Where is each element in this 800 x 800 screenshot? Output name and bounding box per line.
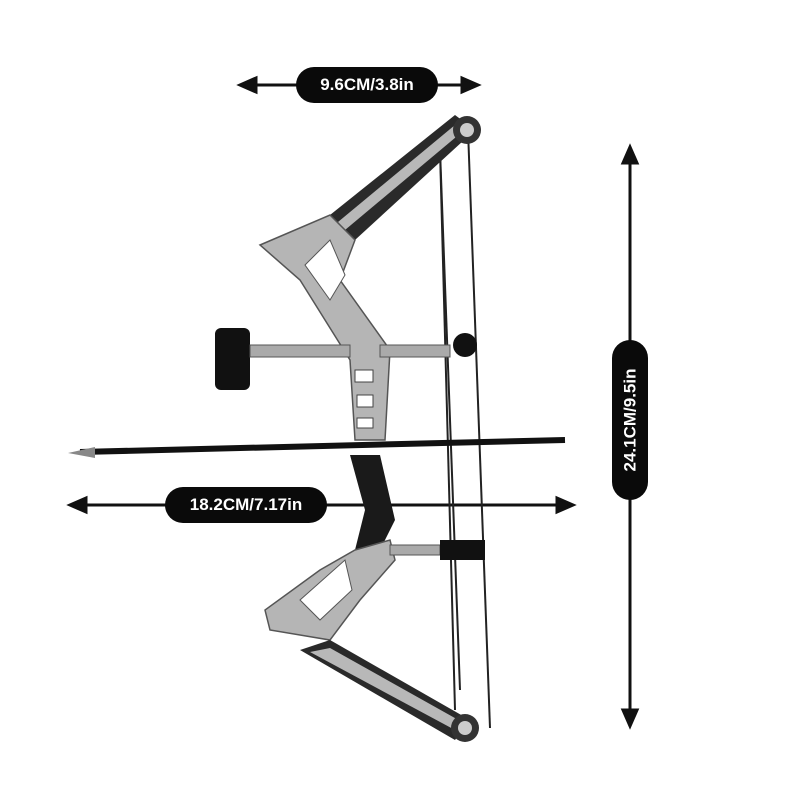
arrow-length-text: 18.2CM/7.17in (189, 495, 303, 514)
bow-height-label: 24.1CM/9.5in (612, 340, 648, 500)
top-width-label: 9.6CM/3.8in (296, 67, 438, 103)
bow-height-text: 24.1CM/9.5in (620, 368, 639, 472)
top-width-text: 9.6CM/3.8in (320, 75, 414, 94)
arrow-length-label: 18.2CM/7.17in (165, 487, 327, 523)
